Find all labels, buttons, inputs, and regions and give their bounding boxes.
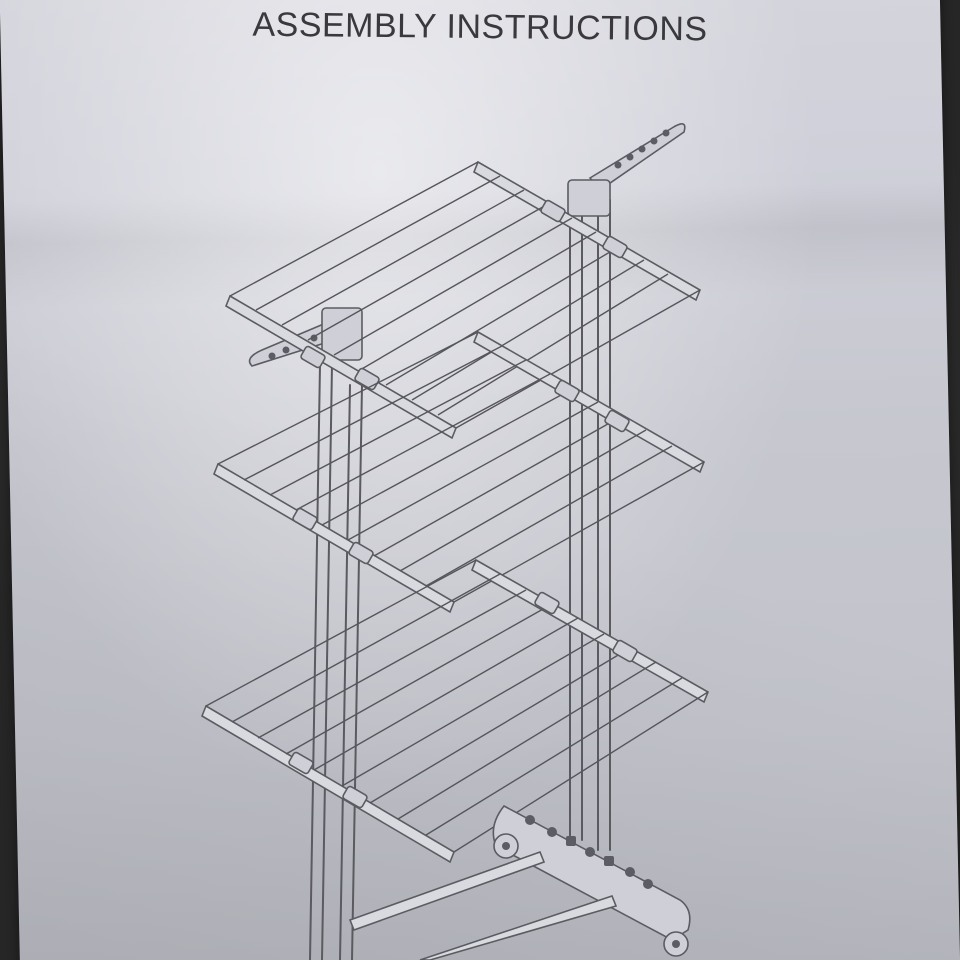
- shelf-tier-2: [213, 330, 706, 614]
- front-poles: [309, 364, 363, 960]
- top-hook-right: [567, 123, 686, 217]
- shelf-tier-1: [225, 160, 702, 440]
- base-unit: [348, 804, 691, 960]
- rear-poles: [569, 184, 611, 851]
- shelf-tier-3: [201, 558, 710, 864]
